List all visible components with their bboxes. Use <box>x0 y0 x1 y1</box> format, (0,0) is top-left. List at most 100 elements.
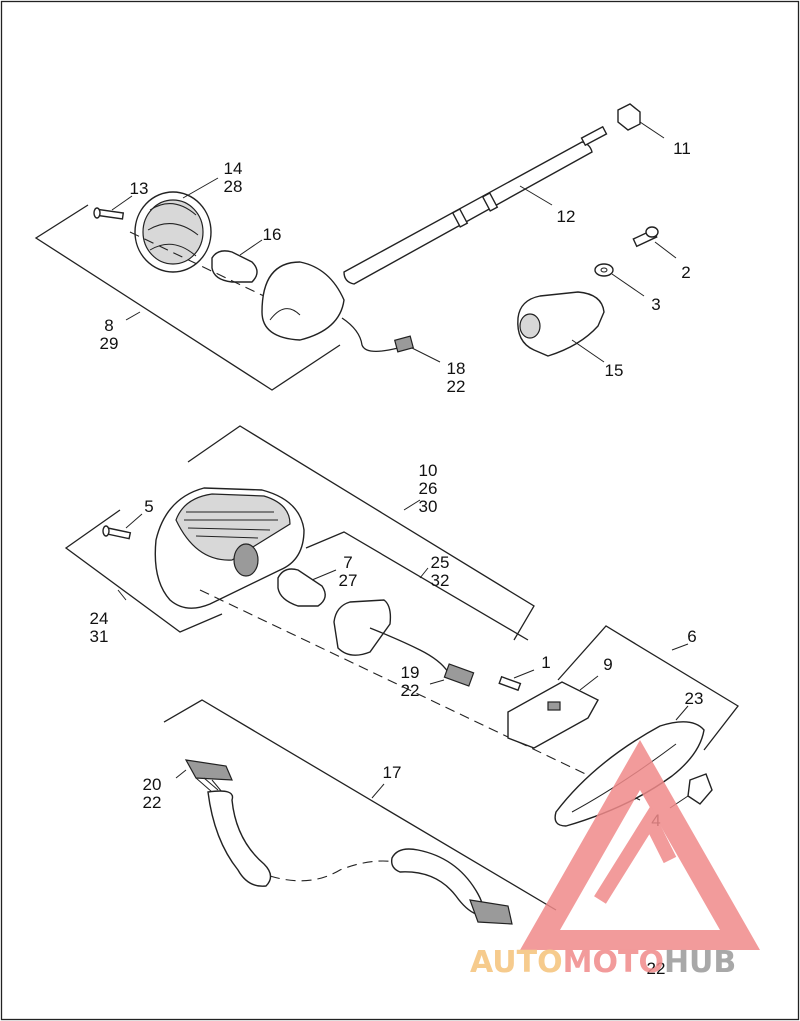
callout-11: 11 <box>673 139 691 158</box>
socket-gasket <box>333 599 392 656</box>
callout-18: 18 <box>447 359 466 378</box>
housing-lens-detail <box>269 308 301 321</box>
callout-22-upper: 22 <box>447 377 466 396</box>
leader-9 <box>579 675 599 691</box>
leader-20 <box>175 769 187 779</box>
watermark-auto: AUTO <box>470 945 563 980</box>
watermark-text: AUTOMOTOHUB <box>470 945 736 980</box>
lens-ribs <box>184 511 278 539</box>
bezel-ribs <box>147 203 199 257</box>
callout-2: 2 <box>681 263 690 282</box>
plate-9 <box>507 681 599 749</box>
bracket-10-26-30 <box>187 425 535 641</box>
axis-tail-lamp <box>199 589 641 801</box>
tail-lamp-lens <box>175 493 291 561</box>
leader-7 <box>311 569 337 581</box>
callout-12: 12 <box>557 207 576 226</box>
socket-wire-19 <box>369 627 449 673</box>
leader-6 <box>671 643 689 651</box>
callout-labels: 11 14 28 13 16 12 2 3 8 29 18 22 15 10 2… <box>90 139 704 978</box>
callout-26: 26 <box>419 479 438 498</box>
leader-17 <box>371 783 385 799</box>
watermark-triangle-icon <box>520 740 760 950</box>
connector-harness-end <box>469 899 513 925</box>
screw-1 <box>498 675 522 692</box>
bulb-16 <box>211 250 258 283</box>
callout-20: 20 <box>143 775 162 794</box>
callout-7: 7 <box>343 553 352 572</box>
callout-29: 29 <box>100 334 119 353</box>
callout-15: 15 <box>605 361 624 380</box>
callout-16: 16 <box>263 225 282 244</box>
callout-13: 13 <box>130 179 149 198</box>
bracket-8-29 <box>34 204 341 391</box>
callout-25: 25 <box>431 553 450 572</box>
connector-19 <box>443 663 475 687</box>
clamp-cover-hole <box>519 313 541 339</box>
leader-12 <box>519 185 553 206</box>
bracket-25-32 <box>305 531 529 641</box>
callout-24: 24 <box>90 609 109 628</box>
automotohub-watermark: AUTOMOTOHUB <box>470 740 760 980</box>
leader-5 <box>125 513 143 529</box>
callout-22-bottom: 22 <box>647 959 666 978</box>
mounting-stalk-12 <box>343 141 593 285</box>
leader-8 <box>125 311 141 321</box>
leader-10 <box>403 499 421 511</box>
leader-25 <box>419 567 429 579</box>
leader-18 <box>411 347 441 363</box>
wire-18 <box>341 317 399 352</box>
callout-19: 19 <box>401 663 420 682</box>
axis-front-signal <box>129 231 269 299</box>
callout-3: 3 <box>651 295 660 314</box>
watermark-hub: HUB <box>664 945 736 980</box>
bracket-6 <box>557 625 739 751</box>
callout-10: 10 <box>419 461 438 480</box>
callout-32: 32 <box>431 571 450 590</box>
front-signal-assembly <box>34 103 677 391</box>
callout-31: 31 <box>90 627 109 646</box>
leader-13 <box>111 195 133 211</box>
callout-28: 28 <box>224 177 243 196</box>
leader-16 <box>239 239 263 256</box>
bulb-7 <box>277 568 326 607</box>
bolt-2-head <box>645 226 659 238</box>
callout-27: 27 <box>339 571 358 590</box>
callout-1: 1 <box>541 653 550 672</box>
screw-5-head <box>102 525 110 537</box>
housing-socket <box>233 543 259 577</box>
leader-1 <box>513 669 535 679</box>
connector-20 <box>184 759 233 781</box>
callout-14: 14 <box>224 159 243 178</box>
washer-3 <box>594 263 614 277</box>
harness-break <box>269 860 397 882</box>
callout-5: 5 <box>144 497 153 516</box>
watermark-moto: MOTO <box>563 945 664 980</box>
callout-9: 9 <box>603 655 612 674</box>
bezel-ring-inner <box>142 199 204 265</box>
leader-2 <box>654 241 677 259</box>
clamp-cover-15 <box>517 291 605 357</box>
connector-20-wires <box>195 777 223 793</box>
nut-11 <box>617 103 641 131</box>
wiring-harness-assembly <box>163 699 557 925</box>
callout-22-middle: 22 <box>401 681 420 700</box>
watermark-inner-stroke <box>594 805 677 904</box>
signal-housing <box>261 261 345 341</box>
leader-3 <box>611 273 645 297</box>
plate-9-slot <box>547 701 561 711</box>
callout-23: 23 <box>685 689 704 708</box>
stalk-stud-a <box>451 208 469 228</box>
callout-22-lower: 22 <box>143 793 162 812</box>
bracket-17 <box>163 699 557 911</box>
screw-13-head <box>93 207 101 219</box>
tail-lamp-assembly <box>64 425 739 827</box>
stalk-thread <box>580 125 608 147</box>
harness-tube-left <box>207 790 272 887</box>
leader-14 <box>182 177 219 199</box>
bracket-24-31 <box>64 509 223 633</box>
callout-30: 30 <box>419 497 438 516</box>
leader-11 <box>639 121 665 139</box>
